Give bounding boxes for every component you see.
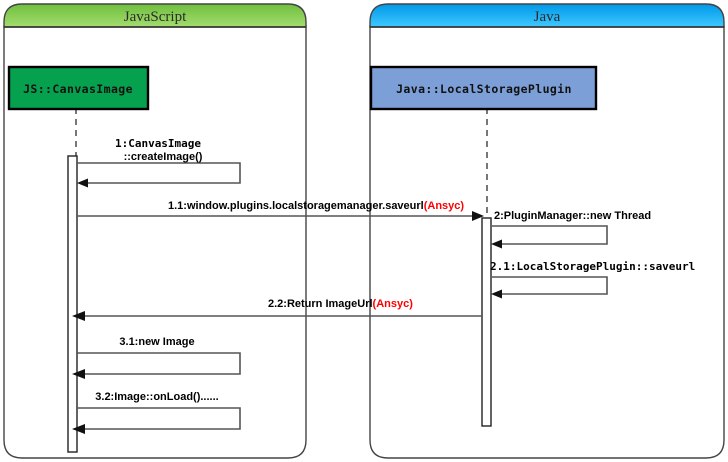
- message-3-2-self-call[interactable]: [72, 407, 241, 434]
- participant-js-canvasimage-box: [7, 65, 150, 111]
- message-3-1-label: 3.1:new Image: [119, 336, 194, 348]
- message-1-label-line1: 1:CanvasImage: [115, 137, 201, 150]
- message-3-2-label: 3.2:Image::onLoad()......: [95, 391, 218, 403]
- participant-java-localstorageplugin[interactable]: [369, 65, 598, 111]
- message-2-2-async-tag: (Ansyc): [373, 298, 414, 310]
- frame-java-title: Java: [534, 9, 561, 25]
- message-3-1-self-call[interactable]: [72, 352, 241, 379]
- message-1-path: [77, 162, 241, 184]
- message-3-1-path: [77, 352, 241, 375]
- activation-bar-java: [481, 217, 492, 427]
- message-1-1-arrowhead: [472, 211, 484, 221]
- message-1-1-label: 1.1:window.plugins.localstoragemanager.s…: [168, 200, 424, 212]
- message-3-2-path: [77, 407, 241, 430]
- message-2-1-path: [492, 276, 608, 295]
- message-3-1-arrowhead: [72, 369, 85, 379]
- message-1-self-call[interactable]: [77, 162, 241, 188]
- message-1-1-label-group: 1.1:window.plugins.localstoragemanager.s…: [168, 200, 464, 212]
- frame-javascript-body: [3, 25, 307, 459]
- frame-java: [369, 3, 725, 459]
- frame-javascript-title: JavaScript: [124, 9, 187, 25]
- message-2-1-arrowhead: [491, 289, 502, 299]
- message-1-label-line2: ::createImage(): [124, 151, 203, 163]
- participant-js-canvasimage-label: JS::CanvasImage: [23, 82, 133, 96]
- message-1-1-call[interactable]: [77, 211, 484, 221]
- message-2-self-call[interactable]: [491, 225, 608, 249]
- message-1-arrowhead: [77, 178, 88, 188]
- message-2-arrowhead: [491, 239, 502, 249]
- message-2-2-label-group: 2.2:Return ImageUrl(Ansyc): [268, 298, 413, 310]
- message-2-1-label: 2.1:LocalStoragePlugin::saveurl: [490, 260, 695, 273]
- participant-js-canvasimage[interactable]: [7, 65, 150, 111]
- participant-java-localstorageplugin-box: [369, 65, 598, 111]
- message-2-2-label: 2.2:Return ImageUrl: [268, 298, 373, 310]
- message-2-2-arrowhead: [72, 311, 85, 321]
- message-2-label: 2:PluginManager::new Thread: [494, 210, 651, 222]
- participant-java-localstorageplugin-label: Java::LocalStoragePlugin: [396, 82, 572, 96]
- message-1-1-async-tag: (Ansyc): [424, 200, 465, 212]
- frame-javascript: [3, 3, 307, 459]
- message-2-path: [492, 225, 608, 245]
- activation-bar-js: [67, 155, 78, 453]
- frame-java-body: [369, 25, 725, 459]
- message-2-2-return[interactable]: [72, 311, 482, 321]
- message-2-1-self-call[interactable]: [491, 276, 608, 299]
- message-3-2-arrowhead: [72, 424, 85, 434]
